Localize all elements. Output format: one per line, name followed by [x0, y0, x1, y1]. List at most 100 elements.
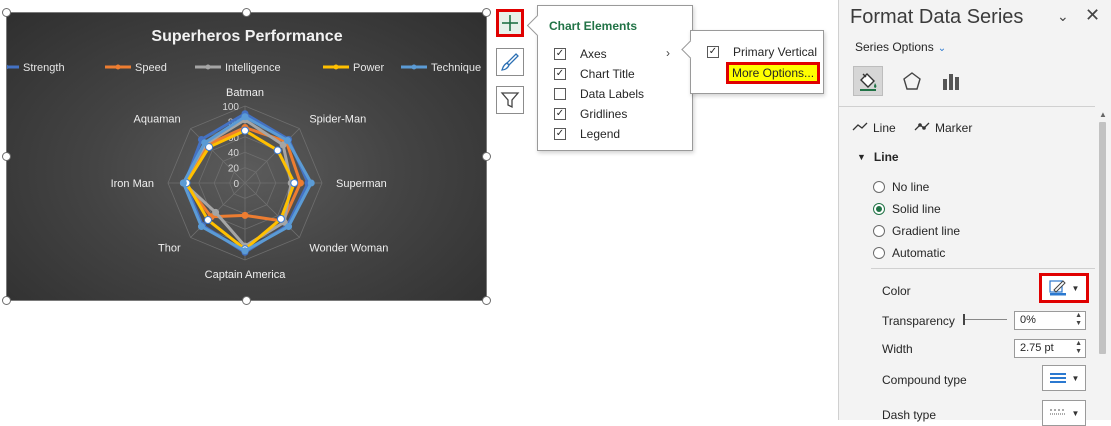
data-point-power-superman[interactable] — [290, 179, 299, 187]
series-options-label: Series Options — [855, 40, 934, 54]
data-point-power-spider-man[interactable] — [273, 146, 282, 155]
line-color-dropdown[interactable]: ▼ — [1039, 273, 1089, 303]
data-point-technique-spider-man[interactable] — [283, 137, 291, 145]
chart-title-label: Chart Title — [580, 67, 635, 81]
resize-handle-left[interactable] — [2, 152, 11, 161]
chart-elements-button[interactable] — [496, 9, 524, 37]
data-point-speed-captain-america[interactable] — [241, 211, 249, 219]
element-row-gridlines[interactable]: ✓ Gridlines — [554, 105, 627, 123]
chevron-right-icon[interactable]: › — [666, 46, 670, 60]
resize-handle-top-left[interactable] — [2, 8, 11, 17]
gridlines-checkbox[interactable]: ✓ — [554, 108, 566, 120]
series-options-dropdown[interactable]: Series Options⌄ — [855, 40, 946, 54]
resize-handle-top-right[interactable] — [482, 8, 491, 17]
data-point-technique-captain-america[interactable] — [241, 247, 249, 255]
spinner-arrows-icon[interactable]: ▲▼ — [1075, 340, 1082, 355]
width-spinner[interactable]: 2.75 pt ▲▼ — [1014, 339, 1086, 358]
data-point-technique-superman[interactable] — [307, 179, 315, 187]
resize-handle-right[interactable] — [482, 152, 491, 161]
axes-checkbox[interactable]: ✓ — [554, 48, 566, 60]
resize-handle-bottom-right[interactable] — [482, 296, 491, 305]
dash-type-dropdown[interactable]: ▼ — [1042, 400, 1086, 426]
legend-checkbox[interactable]: ✓ — [554, 128, 566, 140]
chart-filters-button[interactable] — [496, 86, 524, 114]
solid-line-option[interactable]: Solid line — [873, 201, 941, 217]
legend-marker-speed — [115, 64, 121, 70]
tab-fill-line[interactable] — [853, 66, 883, 96]
subtab-marker[interactable]: Marker — [914, 121, 972, 135]
data-point-technique-iron-man[interactable] — [179, 179, 187, 187]
resize-handle-top[interactable] — [242, 8, 251, 17]
primary-vertical-label: Primary Vertical — [733, 45, 818, 59]
resize-handle-bottom[interactable] — [242, 296, 251, 305]
data-point-speed-superman[interactable] — [296, 179, 304, 187]
transparency-spinner[interactable]: 0% ▲▼ — [1014, 311, 1086, 330]
solid-line-radio[interactable] — [873, 203, 885, 215]
data-point-technique-batman[interactable] — [241, 113, 249, 121]
pane-options-chevron-icon[interactable]: ⌄ — [1057, 8, 1069, 24]
more-options-link[interactable]: More Options... — [726, 62, 821, 84]
data-point-power-aquaman[interactable] — [205, 143, 214, 152]
tab-effects[interactable] — [897, 66, 927, 96]
caret-down-icon: ▼ — [1071, 283, 1080, 293]
resize-handle-bottom-left[interactable] — [2, 296, 11, 305]
element-row-data-labels[interactable]: Data Labels — [554, 85, 644, 103]
transparency-slider[interactable] — [963, 312, 1009, 326]
element-row-legend[interactable]: ✓ Legend — [554, 125, 620, 143]
subtab-line-label: Line — [873, 121, 896, 135]
pane-scrollbar[interactable]: ▲ — [1095, 106, 1111, 420]
axes-submenu: ✓ Primary Vertical More Options... — [690, 30, 824, 94]
dash-type-label: Dash type — [882, 408, 937, 422]
data-point-technique-aquaman[interactable] — [201, 139, 209, 147]
data-point-power-batman[interactable] — [241, 126, 249, 135]
chart-styles-button[interactable] — [496, 48, 524, 76]
line-section-header[interactable]: ▼ Line — [857, 150, 899, 164]
automatic-option[interactable]: Automatic — [873, 245, 945, 261]
caret-down-icon: ▼ — [1071, 408, 1080, 418]
data-point-intelligence-thor[interactable] — [212, 208, 220, 216]
gradient-line-radio[interactable] — [873, 225, 885, 237]
category-label-wonder-woman: Wonder Woman — [309, 242, 388, 254]
chart-title-checkbox[interactable]: ✓ — [554, 68, 566, 80]
series-technique[interactable] — [179, 113, 315, 255]
gridlines-label: Gridlines — [580, 107, 628, 121]
close-icon[interactable]: ✕ — [1085, 5, 1101, 25]
axes-label: Axes — [580, 47, 607, 61]
line-section-label: Line — [873, 150, 899, 164]
data-point-intelligence-spider-man[interactable] — [279, 141, 287, 149]
no-line-radio[interactable] — [873, 181, 885, 193]
data-point-technique-thor[interactable] — [197, 223, 205, 231]
chevron-down-icon: ▼ — [857, 152, 866, 162]
transparency-slider-knob[interactable] — [963, 314, 965, 325]
legend-item-intelligence: Intelligence — [195, 62, 281, 74]
gradient-line-label: Gradient line — [892, 224, 961, 238]
radial-tick-label-1: 20 — [228, 164, 240, 175]
spinner-arrows-icon[interactable]: ▲▼ — [1075, 312, 1082, 327]
width-label: Width — [882, 342, 913, 356]
scroll-thumb[interactable] — [1099, 122, 1106, 354]
legend-label-technique: Technique — [431, 62, 481, 74]
data-labels-checkbox[interactable] — [554, 88, 566, 100]
transparency-slider-track — [963, 319, 1007, 320]
gradient-line-option[interactable]: Gradient line — [873, 223, 960, 239]
data-point-power-thor[interactable] — [203, 216, 212, 225]
pentagon-icon — [903, 72, 921, 90]
legend-marker-technique — [411, 64, 417, 70]
category-label-iron-man: Iron Man — [111, 178, 154, 190]
automatic-radio[interactable] — [873, 247, 885, 259]
tab-series-options[interactable] — [936, 66, 966, 96]
compound-type-dropdown[interactable]: ▼ — [1042, 365, 1086, 391]
scroll-up-arrow-icon[interactable]: ▲ — [1099, 110, 1107, 119]
series-layer — [179, 110, 315, 256]
element-row-chart-title[interactable]: ✓ Chart Title — [554, 65, 635, 83]
data-point-technique-wonder-woman[interactable] — [285, 223, 293, 231]
element-row-axes[interactable]: ✓ Axes — [554, 45, 607, 63]
subtab-line[interactable]: Line — [852, 121, 896, 135]
submenu-row-primary-vertical[interactable]: ✓ Primary Vertical — [707, 43, 817, 61]
data-point-power-wonder-woman[interactable] — [276, 214, 285, 223]
no-line-option[interactable]: No line — [873, 179, 929, 195]
primary-vertical-checkbox[interactable]: ✓ — [707, 46, 719, 58]
